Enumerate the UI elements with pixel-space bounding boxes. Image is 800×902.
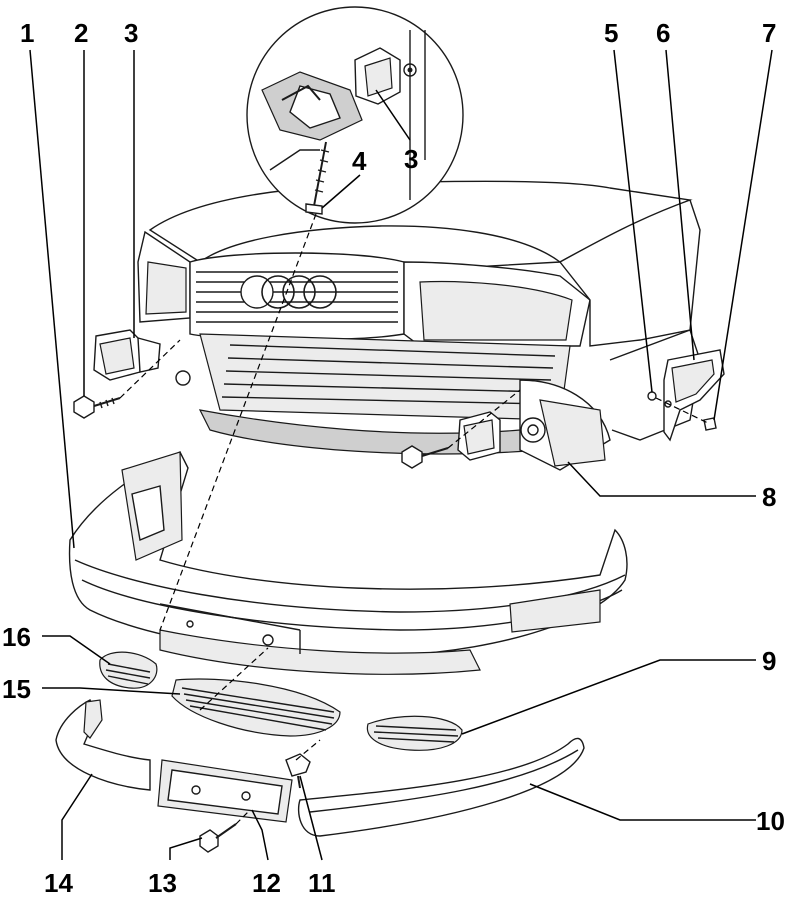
grille-slats xyxy=(196,271,398,323)
callout-8: 8 xyxy=(762,482,776,512)
radiator-fins xyxy=(221,344,556,405)
callout-7: 7 xyxy=(762,18,776,48)
car-front-body xyxy=(137,180,701,471)
expanding-clip xyxy=(285,753,311,789)
callout-11: 11 xyxy=(308,868,336,898)
callout-12: 12 xyxy=(252,868,281,898)
callout-3-inset: 3 xyxy=(404,144,418,174)
left-fog-grille xyxy=(99,651,158,689)
callout-5: 5 xyxy=(604,18,618,48)
callout-6: 6 xyxy=(656,18,670,48)
callout-14: 14 xyxy=(44,868,73,898)
audi-rings-logo xyxy=(240,275,337,309)
right-trim-strip xyxy=(297,737,585,837)
front-bumper xyxy=(68,451,628,675)
plate-screw xyxy=(199,823,237,853)
leader-lines xyxy=(29,49,773,861)
right-fog-grille xyxy=(366,715,463,751)
callout-labels: 1 2 3 3 4 5 6 7 8 9 10 11 12 13 14 15 16 xyxy=(2,18,785,898)
left-trim-strip xyxy=(55,699,151,791)
callout-9: 9 xyxy=(762,646,776,676)
side-guide-clip xyxy=(647,349,725,442)
callout-4: 4 xyxy=(352,146,367,176)
detail-inset xyxy=(246,6,464,224)
callout-10: 10 xyxy=(756,806,785,836)
right-bolt xyxy=(401,445,449,469)
left-bolt xyxy=(73,395,121,419)
callout-1: 1 xyxy=(20,18,34,48)
callout-15: 15 xyxy=(2,674,31,704)
center-lower-grille xyxy=(171,678,341,737)
callout-3-bracket: 3 xyxy=(124,18,138,48)
callout-16: 16 xyxy=(2,622,31,652)
callout-13: 13 xyxy=(148,868,177,898)
licence-plate-holder xyxy=(157,759,293,823)
callout-2: 2 xyxy=(74,18,88,48)
left-mounting-bracket xyxy=(93,329,161,381)
right-mounting-bracket xyxy=(457,411,501,461)
